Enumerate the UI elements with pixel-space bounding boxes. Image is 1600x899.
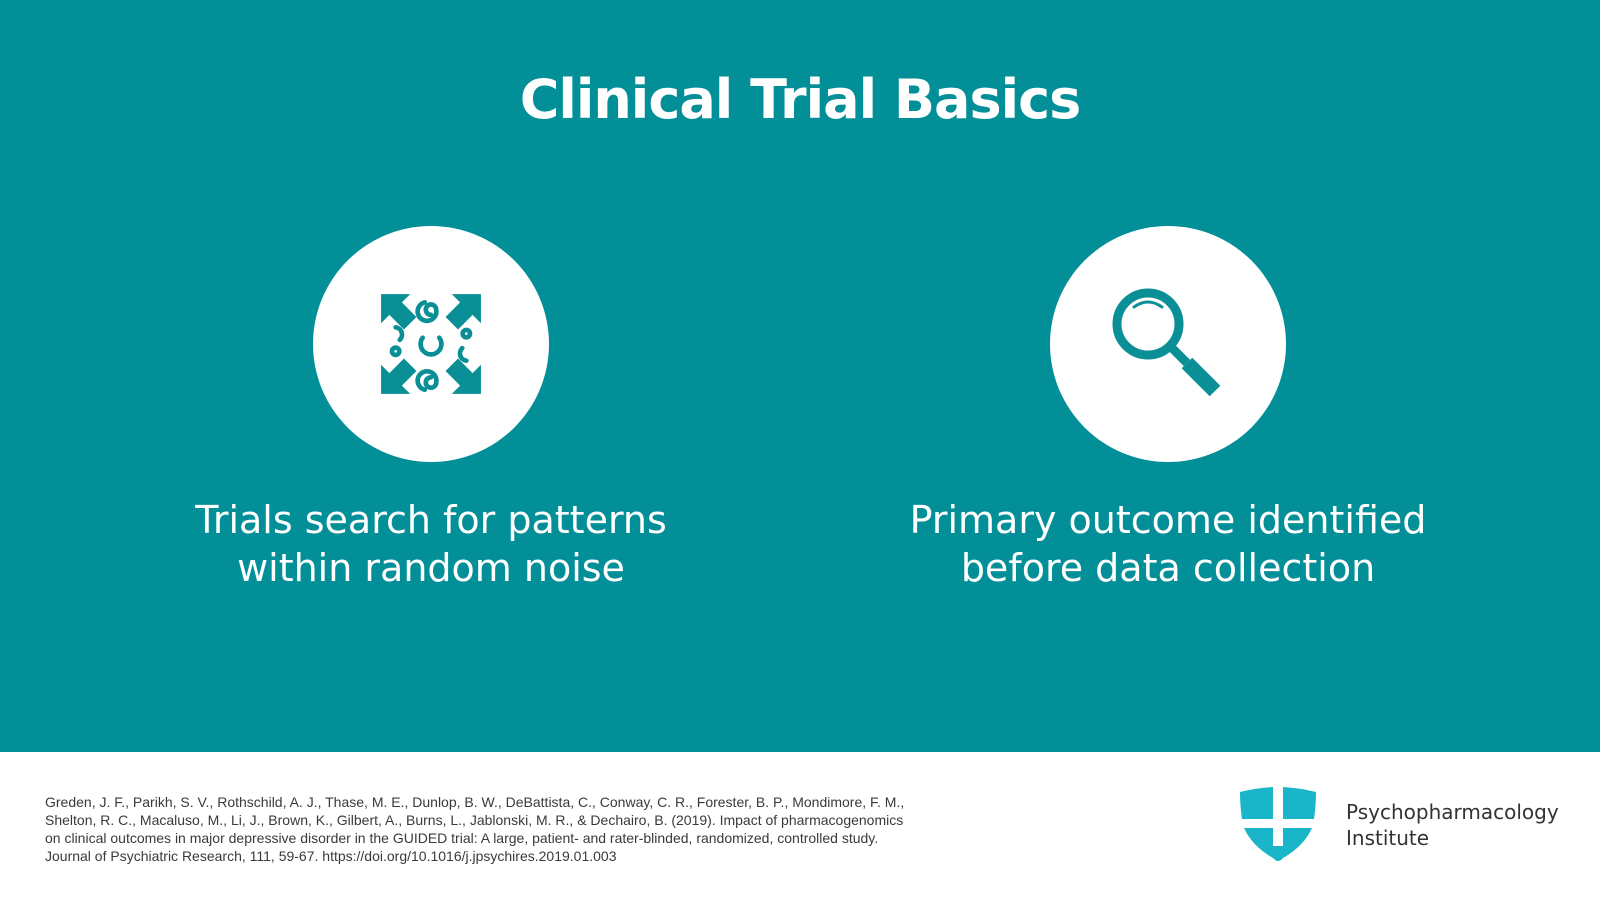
citation-line: on clinical outcomes in major depressive… [45,830,879,846]
brand-logo: Psychopharmacology Institute [1238,786,1559,864]
slide-hero-panel: Clinical Trial Basics [0,0,1600,752]
slide-title: Clinical Trial Basics [519,68,1082,131]
card-primary-outcome: Primary outcome identified before data c… [868,226,1468,592]
icon-circle [313,226,549,462]
card-patterns: Trials search for patterns within random… [131,226,731,592]
caption-line: within random noise [237,546,625,590]
caption-line: before data collection [960,546,1376,590]
caption-line: Trials search for patterns [195,498,667,542]
citation-line: Greden, J. F., Parikh, S. V., Rothschild… [45,794,905,810]
expand-arrows-noise-icon [381,294,481,394]
icon-circle [1050,226,1286,462]
card-caption: Primary outcome identified before data c… [868,496,1468,592]
brand-name: Psychopharmacology Institute [1346,799,1559,851]
brand-name-line: Institute [1346,826,1430,850]
citation-line: Shelton, R. C., Macaluso, M., Li, J., Br… [45,812,904,828]
citation-line: Journal of Psychiatric Research, 111, 59… [45,848,617,864]
reference-citation: Greden, J. F., Parikh, S. V., Rothschild… [45,793,985,865]
brand-name-line: Psychopharmacology [1346,800,1559,824]
caption-line: Primary outcome identified [909,498,1427,542]
card-caption: Trials search for patterns within random… [131,496,731,592]
shield-cross-icon [1240,787,1316,861]
magnifying-glass-icon [1112,288,1221,397]
